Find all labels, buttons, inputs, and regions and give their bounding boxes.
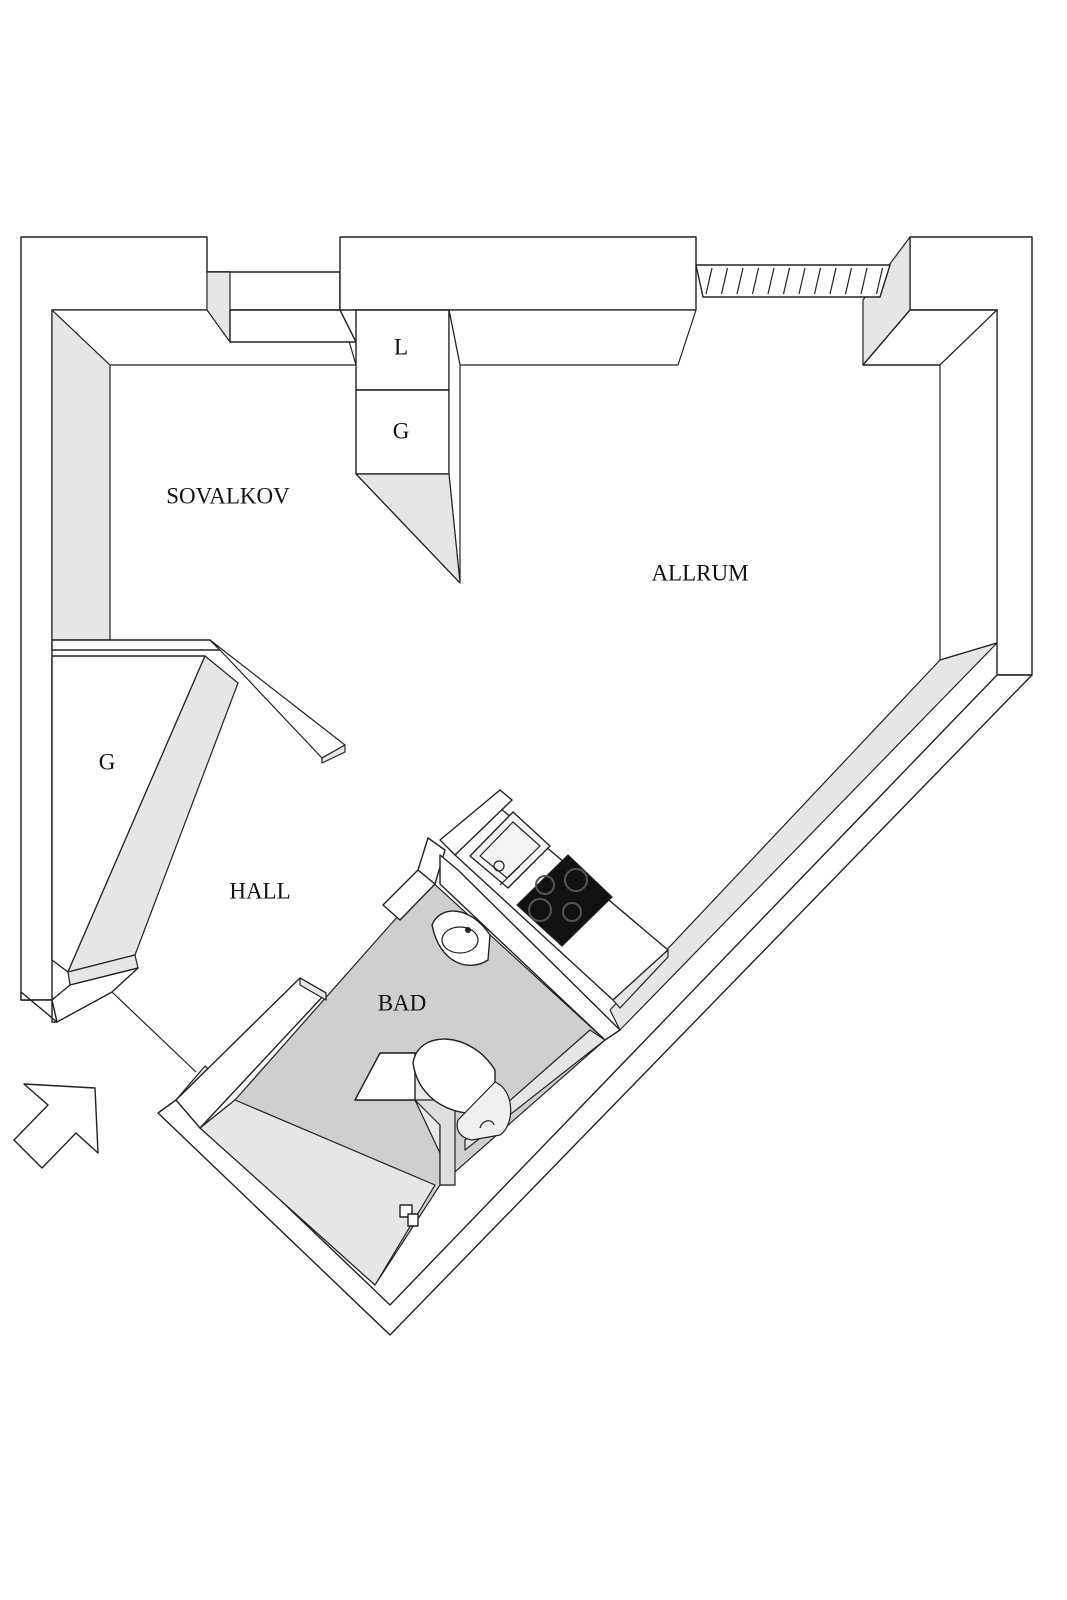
wall-faces <box>51 236 998 1031</box>
label-closet-top: G <box>393 418 410 443</box>
toilet-icon <box>412 1038 512 1141</box>
washbasin-icon <box>431 910 491 966</box>
railing-bar <box>813 267 822 295</box>
shower-icon <box>399 1204 419 1227</box>
outer-walls <box>20 236 1033 1336</box>
railing-bar <box>705 267 713 295</box>
label-closet-hall: G <box>99 749 116 774</box>
label-sovalkov: SOVALKOV <box>166 483 290 508</box>
railing-bar <box>829 267 837 295</box>
sovalkov-hall-divider <box>51 639 346 764</box>
balcony-railing-icon <box>695 264 891 298</box>
railing-bar <box>860 267 868 295</box>
railing-bar <box>875 267 884 295</box>
railing-bar <box>844 267 853 295</box>
railing-bar <box>751 267 760 295</box>
label-bad: BAD <box>378 990 427 1015</box>
label-hall: HALL <box>229 878 290 903</box>
railing-bar <box>782 267 791 295</box>
sink-icon <box>469 811 551 889</box>
room-labels: SOVALKOV ALLRUM HALL BAD L G G <box>99 334 749 1015</box>
stove-icon <box>516 854 613 947</box>
hall-closet <box>51 655 239 1023</box>
wardrobe-block <box>355 309 461 584</box>
railing-bar <box>798 267 806 295</box>
label-allrum: ALLRUM <box>651 560 748 585</box>
railing-bar <box>720 267 729 295</box>
railing-bar <box>767 267 775 295</box>
label-linen-closet: L <box>394 334 408 359</box>
entrance-arrow-icon <box>13 1083 99 1169</box>
railing-bar <box>736 267 744 295</box>
